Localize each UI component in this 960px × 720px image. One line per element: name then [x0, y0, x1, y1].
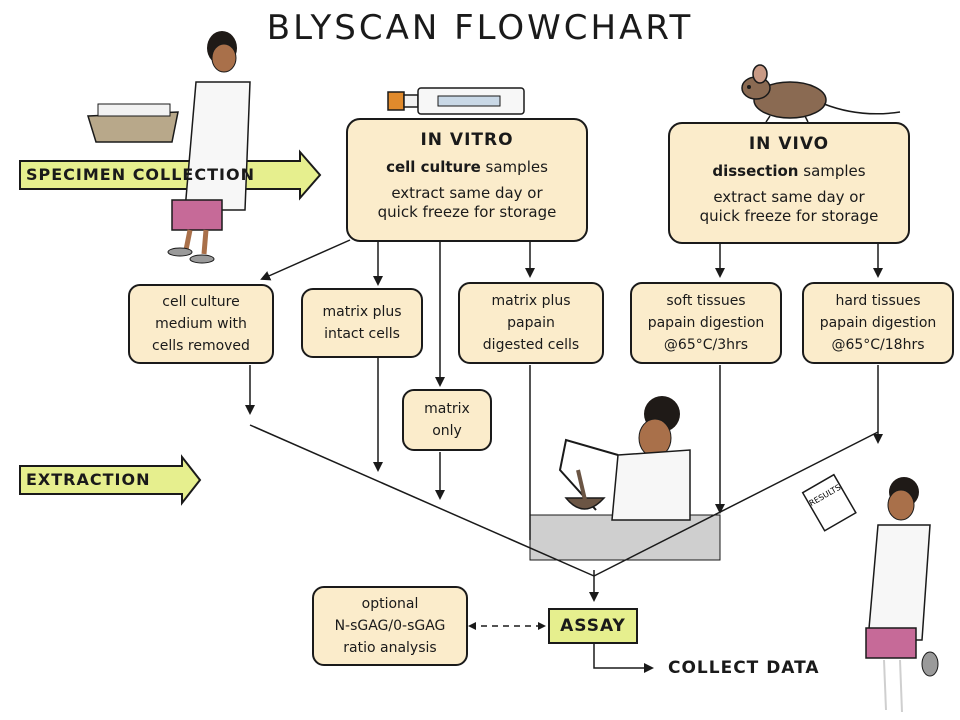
in-vivo-storage-note: extract same day or quick freeze for sto… [699, 188, 879, 225]
step-box-intact-cells: matrix plus intact cells [301, 288, 423, 358]
optional-ratio-analysis-box: optional N-sGAG/0-sGAG ratio analysis [312, 586, 468, 666]
step-box-matrix-only: matrix only [402, 389, 492, 451]
in-vivo-heading: IN VIVO [748, 134, 830, 154]
page-title: BLYSCAN FLOWCHART [266, 8, 694, 48]
in-vitro-samples: cell culture samples [386, 158, 548, 176]
step-box-hard-tissues: hard tissues papain digestion @65°C/18hr… [802, 282, 954, 364]
stage-label-specimen-collection: SPECIMEN COLLECTION [26, 165, 255, 184]
in-vivo-box: IN VIVO dissection samples extract same … [668, 122, 910, 244]
step-box-papain-cells: matrix plus papain digested cells [458, 282, 604, 364]
step-box-soft-tissues: soft tissues papain digestion @65°C/3hrs [630, 282, 782, 364]
step-box-medium: cell culture medium with cells removed [128, 284, 274, 364]
collect-data-label: COLLECT DATA [668, 658, 820, 678]
stage-label-extraction: EXTRACTION [26, 470, 151, 489]
mouse-illustration [741, 64, 901, 123]
woman-with-basket-illustration [86, 31, 251, 264]
woman-with-results-illustration: RESULTS [801, 473, 939, 713]
woman-with-mortar-illustration [529, 396, 721, 561]
in-vitro-box: IN VITRO cell culture samples extract sa… [346, 118, 588, 242]
in-vivo-samples: dissection samples [712, 162, 866, 180]
culture-flask-illustration [387, 87, 525, 115]
in-vitro-heading: IN VITRO [420, 130, 514, 150]
extraction-arrow [19, 454, 202, 506]
in-vitro-storage-note: extract same day or quick freeze for sto… [377, 184, 557, 221]
assay-box: ASSAY [548, 608, 638, 644]
